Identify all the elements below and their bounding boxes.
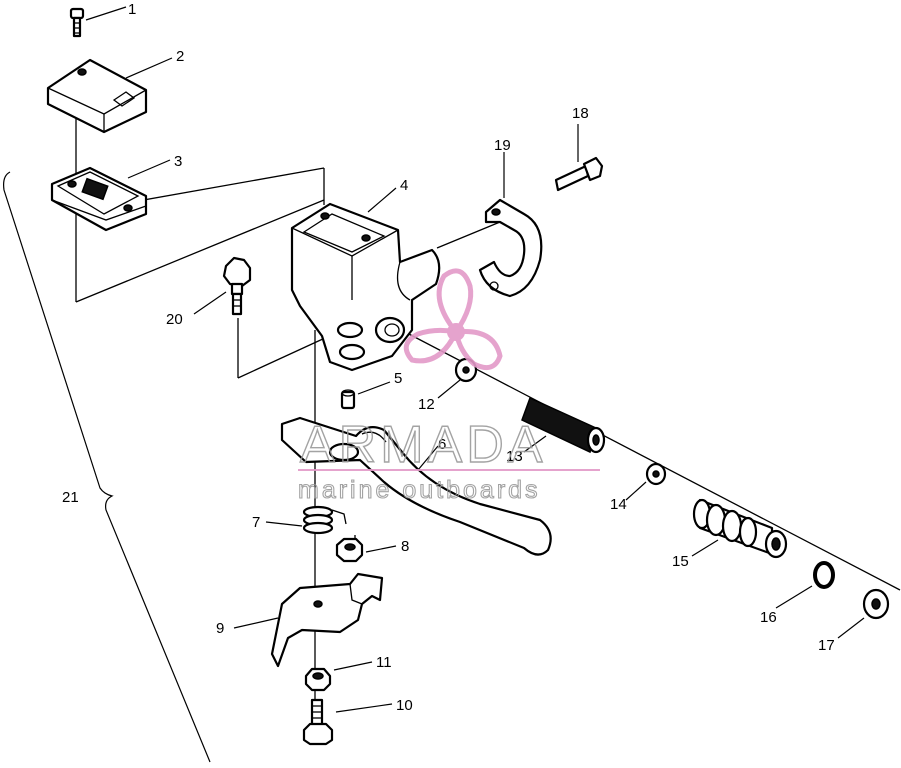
part-screw-1 — [69, 7, 85, 38]
callout-15: 15 — [672, 553, 689, 570]
callout-4: 4 — [400, 177, 408, 194]
propeller-logo-icon — [403, 268, 503, 371]
part-bolt-18 — [554, 156, 604, 192]
callout-9: 9 — [216, 620, 224, 637]
callout-12: 12 — [418, 396, 435, 413]
callout-6: 6 — [438, 436, 446, 453]
callout-20: 20 — [166, 311, 183, 328]
part-oring-16 — [813, 561, 835, 589]
callout-11: 11 — [376, 654, 392, 671]
part-bracket-9 — [270, 572, 384, 668]
part-bolt-10 — [302, 698, 334, 746]
part-washer-14 — [645, 462, 667, 486]
part-clamp-19 — [478, 198, 543, 298]
part-nut-8 — [335, 537, 364, 563]
callout-7: 7 — [252, 514, 260, 531]
group-bracket — [3, 171, 211, 763]
callout-14: 14 — [610, 496, 627, 513]
callout-19: 19 — [494, 137, 511, 154]
part-master-cylinder-4 — [290, 202, 441, 372]
part-piston-15 — [692, 498, 788, 559]
callout-8: 8 — [401, 538, 409, 555]
callout-5: 5 — [394, 370, 402, 387]
callout-labels: 1 2 3 4 5 6 7 8 9 10 11 12 13 14 15 16 1… — [62, 1, 835, 714]
watermark-brand: ARMADA — [300, 416, 546, 474]
part-boot-13 — [521, 396, 606, 454]
watermark: ARMADA marine outboards — [297, 268, 600, 505]
callout-18: 18 — [572, 105, 589, 122]
part-bushing-5 — [340, 389, 356, 410]
part-lever-6 — [280, 416, 552, 556]
part-nut-11 — [304, 667, 332, 692]
part-diaphragm-3 — [50, 166, 148, 232]
callout-3: 3 — [174, 153, 182, 170]
part-pivot-bolt-20 — [222, 256, 252, 316]
callout-16: 16 — [760, 609, 777, 626]
watermark-tagline: marine outboards — [298, 476, 541, 504]
callout-13: 13 — [506, 448, 523, 465]
callout-10: 10 — [396, 697, 413, 714]
callout-1: 1 — [128, 1, 136, 18]
part-spring-7 — [302, 505, 347, 535]
leader-lines — [85, 6, 865, 713]
callout-2: 2 — [176, 48, 184, 65]
part-cover-2 — [46, 58, 148, 134]
part-washer-17 — [862, 588, 890, 620]
callout-17: 17 — [818, 637, 835, 654]
callout-21: 21 — [62, 489, 79, 506]
